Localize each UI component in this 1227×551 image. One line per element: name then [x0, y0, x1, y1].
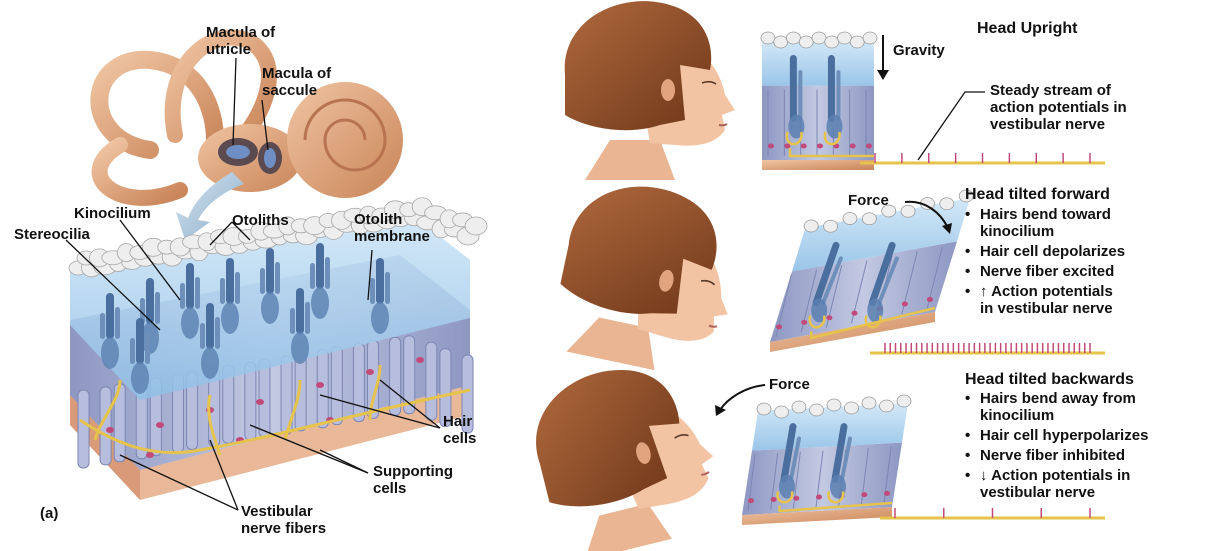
label-macula-saccule: Macula of saccule	[262, 65, 332, 99]
label-force-backward: Force	[769, 376, 810, 393]
label-otolith-membrane: Otolith membrane	[354, 211, 430, 245]
forward-bullet-1: Hairs bend toward kinocilium	[962, 206, 1125, 240]
forward-bullet-4: ↑ Action potentials in vestibular nerve	[962, 283, 1125, 317]
forward-bullet-3: Nerve fiber excited	[962, 263, 1125, 280]
head-upright-illustration	[564, 1, 735, 180]
note-leader-line	[917, 91, 985, 161]
backward-bullet-3: Nerve fiber inhibited	[962, 447, 1148, 464]
backward-bullet-4: ↓ Action potentials in vestibular nerve	[962, 467, 1148, 501]
force-forward-arrow-icon	[904, 200, 949, 229]
upright-note: Steady stream of action potentials in ve…	[990, 82, 1127, 133]
forward-bullets: Hairs bend toward kinocilium Hair cell d…	[962, 206, 1125, 320]
title-head-backward: Head tilted backwards	[965, 371, 1134, 388]
label-macula-utricle: Macula of utricle	[206, 24, 276, 58]
label-kinocilium: Kinocilium	[74, 205, 151, 222]
macula-forward	[770, 189, 974, 352]
title-head-forward: Head tilted forward	[965, 186, 1110, 203]
macula-backward	[742, 394, 912, 525]
spike-train-upright	[860, 153, 1105, 165]
force-backward-arrow-icon	[719, 384, 766, 411]
macula-upright	[760, 31, 878, 170]
label-force-forward: Force	[848, 192, 889, 209]
zoom-arrow-shape	[176, 172, 244, 240]
panel-label-a: (a)	[40, 505, 59, 522]
head-backward-illustration	[536, 370, 714, 551]
backward-bullets: Hairs bend away from kinocilium Hair cel…	[962, 390, 1148, 504]
label-gravity: Gravity	[893, 42, 945, 59]
title-head-upright: Head Upright	[977, 20, 1078, 37]
label-stereocilia: Stereocilia	[14, 226, 90, 243]
label-hair-cells: Hair cells	[443, 413, 477, 447]
panel-a-leader-lines	[65, 57, 441, 511]
label-supporting-cells: Supporting cells	[373, 463, 453, 497]
inner-ear-illustration	[90, 29, 403, 206]
gravity-arrow-icon	[877, 35, 889, 80]
spike-train-backward	[880, 508, 1105, 520]
backward-bullet-2: Hair cell hyperpolarizes	[962, 427, 1148, 444]
forward-bullet-2: Hair cell depolarizes	[962, 243, 1125, 260]
label-vestibular-nerve-fibers: Vestibular nerve fibers	[241, 503, 327, 537]
label-otoliths: Otoliths	[232, 212, 289, 229]
spike-train-forward	[870, 343, 1105, 355]
head-forward-illustration	[560, 186, 728, 371]
backward-bullet-1: Hairs bend away from kinocilium	[962, 390, 1148, 424]
